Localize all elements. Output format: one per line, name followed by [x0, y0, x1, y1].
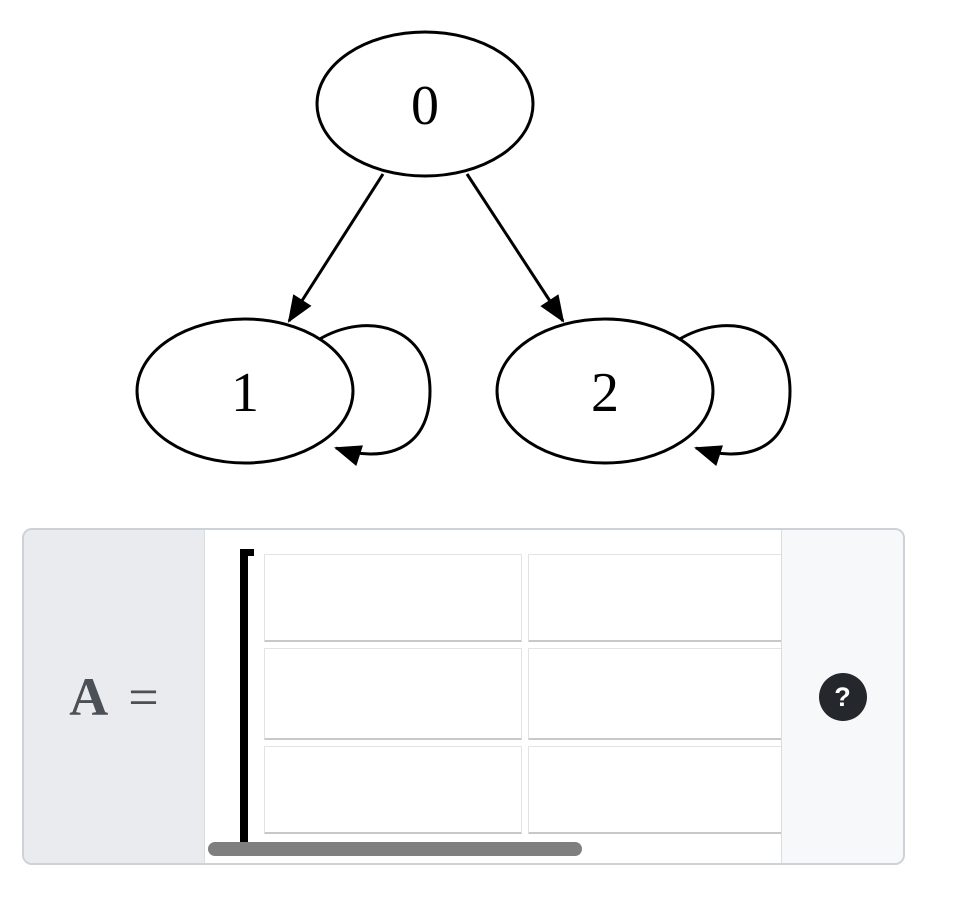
- graph-node-2: [495, 317, 715, 465]
- graph-node-0-label: 0: [411, 75, 439, 137]
- graph-node-0: [315, 30, 535, 178]
- graph-diagram: 0 1 2: [135, 30, 792, 466]
- graph-node-1-label: 1: [231, 362, 259, 424]
- matrix-cell-1-1[interactable]: [528, 648, 781, 740]
- matrix-help-section: ?: [781, 530, 903, 863]
- matrix-name-label: A: [69, 666, 109, 727]
- graph-edge-0-2: [465, 173, 565, 323]
- matrix-left-bracket: [240, 549, 254, 850]
- horizontal-scrollbar-thumb[interactable]: [208, 842, 582, 856]
- matrix-cell-0-0[interactable]: [264, 554, 522, 642]
- matrix-cell-0-1[interactable]: [528, 554, 781, 642]
- matrix-label-section: A =: [24, 530, 205, 863]
- matrix-cell-1-0[interactable]: [264, 648, 522, 740]
- graph-node-1: [135, 317, 355, 465]
- matrix-cell-2-1[interactable]: [528, 746, 781, 834]
- help-button[interactable]: ?: [818, 672, 867, 721]
- matrix-body-section: [205, 530, 781, 863]
- equals-sign: =: [128, 666, 159, 727]
- graph-node-2-label: 2: [591, 362, 619, 424]
- graph-self-loop-2: [677, 324, 792, 466]
- graph-self-loop-1: [317, 324, 432, 466]
- matrix-cell-grid: [264, 554, 781, 834]
- matrix-panel: A = ?: [22, 528, 905, 865]
- matrix-cell-2-0[interactable]: [264, 746, 522, 834]
- graph-edge-0-1: [287, 173, 385, 323]
